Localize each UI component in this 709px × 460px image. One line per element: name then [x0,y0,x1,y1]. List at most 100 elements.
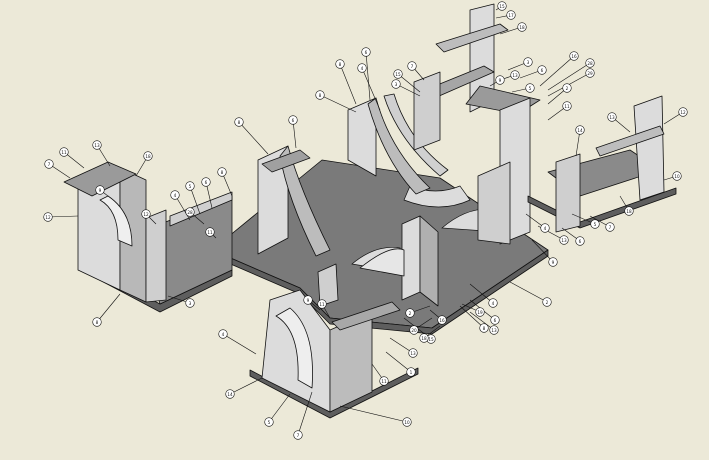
balloon-label: 6 [365,50,368,55]
balloon-label: 13 [561,238,567,243]
part-balloon: 13 [92,140,102,150]
balloon-label: 13 [491,328,497,333]
rear-center-upright [347,93,449,195]
part-balloon: 8 [335,59,345,69]
balloon-circle [497,1,507,11]
balloon-label: 11 [207,230,213,235]
part-balloon: 15 [497,1,507,11]
balloon-circle [393,69,403,79]
balloon-circle [201,177,211,187]
part-balloon: 5 [525,83,535,93]
part-balloon: 11 [562,101,572,111]
part-balloon: 7 [44,159,54,169]
balloon-label: 9 [307,298,310,303]
balloon-circle [624,206,634,216]
part-balloon: 6 [201,177,211,187]
balloon-label: 4 [174,193,177,198]
balloon-label: 11 [319,302,325,307]
balloon-leader [385,351,412,373]
balloon-circle [185,298,195,308]
balloon-label: 4 [492,301,495,306]
balloon-label: 15 [428,337,434,342]
part-balloon: 2 [562,83,572,93]
balloon-circle [317,299,327,309]
part-balloon: 29 [585,68,595,78]
balloon-label: 9 [499,78,502,83]
balloon-label: 6 [494,318,497,323]
balloon-circle [672,171,682,181]
balloon-label: 10 [674,174,680,179]
balloon-leader [397,73,421,93]
part-balloon: 11 [379,376,389,386]
balloon-leader [319,94,357,113]
leader-lines [47,5,684,436]
part-balloon: 8 [92,317,102,327]
balloon-label: 15 [395,72,401,77]
rear-right-tower [413,3,541,245]
balloon-label: 28 [587,61,593,66]
balloon-label: 8 [483,326,486,331]
balloon-label: 8 [221,170,224,175]
balloon-circle [525,83,535,93]
balloon-circle [402,417,412,427]
part-balloon: 7 [605,222,615,232]
balloon-leader [469,311,495,331]
balloon-circle [562,101,572,111]
balloon-label: 8 [96,320,99,325]
balloon-circle [217,167,227,177]
balloon-label: 8 [238,120,241,125]
part-balloon: 3 [523,57,533,67]
balloon-circle [523,57,533,67]
balloon-leader [96,293,121,323]
balloon-label: 5 [189,184,192,189]
balloon-circle [234,117,244,127]
balloon-label: 6 [541,68,544,73]
balloon-label: 15 [499,4,505,9]
part-balloon: 8 [217,167,227,177]
part-balloon: 10 [402,417,412,427]
balloon-label: 16 [439,318,445,323]
part-balloon: 6 [288,115,298,125]
balloon-label: 19 [477,310,483,315]
part-balloon: 4 [218,329,228,339]
part-balloon: 17 [506,10,516,20]
balloon-circle [315,90,325,100]
part-balloon: 11 [205,227,215,237]
balloon-label: 10 [404,420,410,425]
balloon-circle [205,227,215,237]
balloon-label: 20 [411,328,417,333]
balloon-circle [489,325,499,335]
balloon-label: 11 [61,150,67,155]
balloon-leader [547,62,591,91]
part-balloon: 2 [542,297,552,307]
balloon-circle [92,140,102,150]
balloon-circle [379,376,389,386]
balloon-circle [185,181,195,191]
front-center-assembly [249,263,419,419]
balloon-circle [437,315,447,325]
balloon-circle [569,51,579,61]
balloon-leader [229,377,263,395]
part-balloon: 7 [407,61,417,71]
part-balloon: 9 [303,295,313,305]
balloon-label: 12 [143,212,149,217]
balloon-label: 14 [227,392,233,397]
balloon-label: 8 [339,62,342,67]
balloon-circle [490,315,500,325]
part-balloon: 9 [548,257,558,267]
balloon-label: 12 [45,215,51,220]
balloon-leader [238,121,269,155]
part-balloon: 4 [357,63,367,73]
balloon-circle [605,222,615,232]
part-balloon: 8 [234,117,244,127]
part-balloon: 12 [141,209,151,219]
balloon-circle [548,257,558,267]
balloon-label: 5 [529,86,532,91]
part-balloon: 8 [315,90,325,100]
balloon-leader [509,281,548,303]
part-balloon: 9 [495,75,505,85]
balloon-leader [268,393,291,423]
part-number-balloons: 1715183613952829166841573211868413965714… [43,1,688,440]
balloon-circle [357,63,367,73]
